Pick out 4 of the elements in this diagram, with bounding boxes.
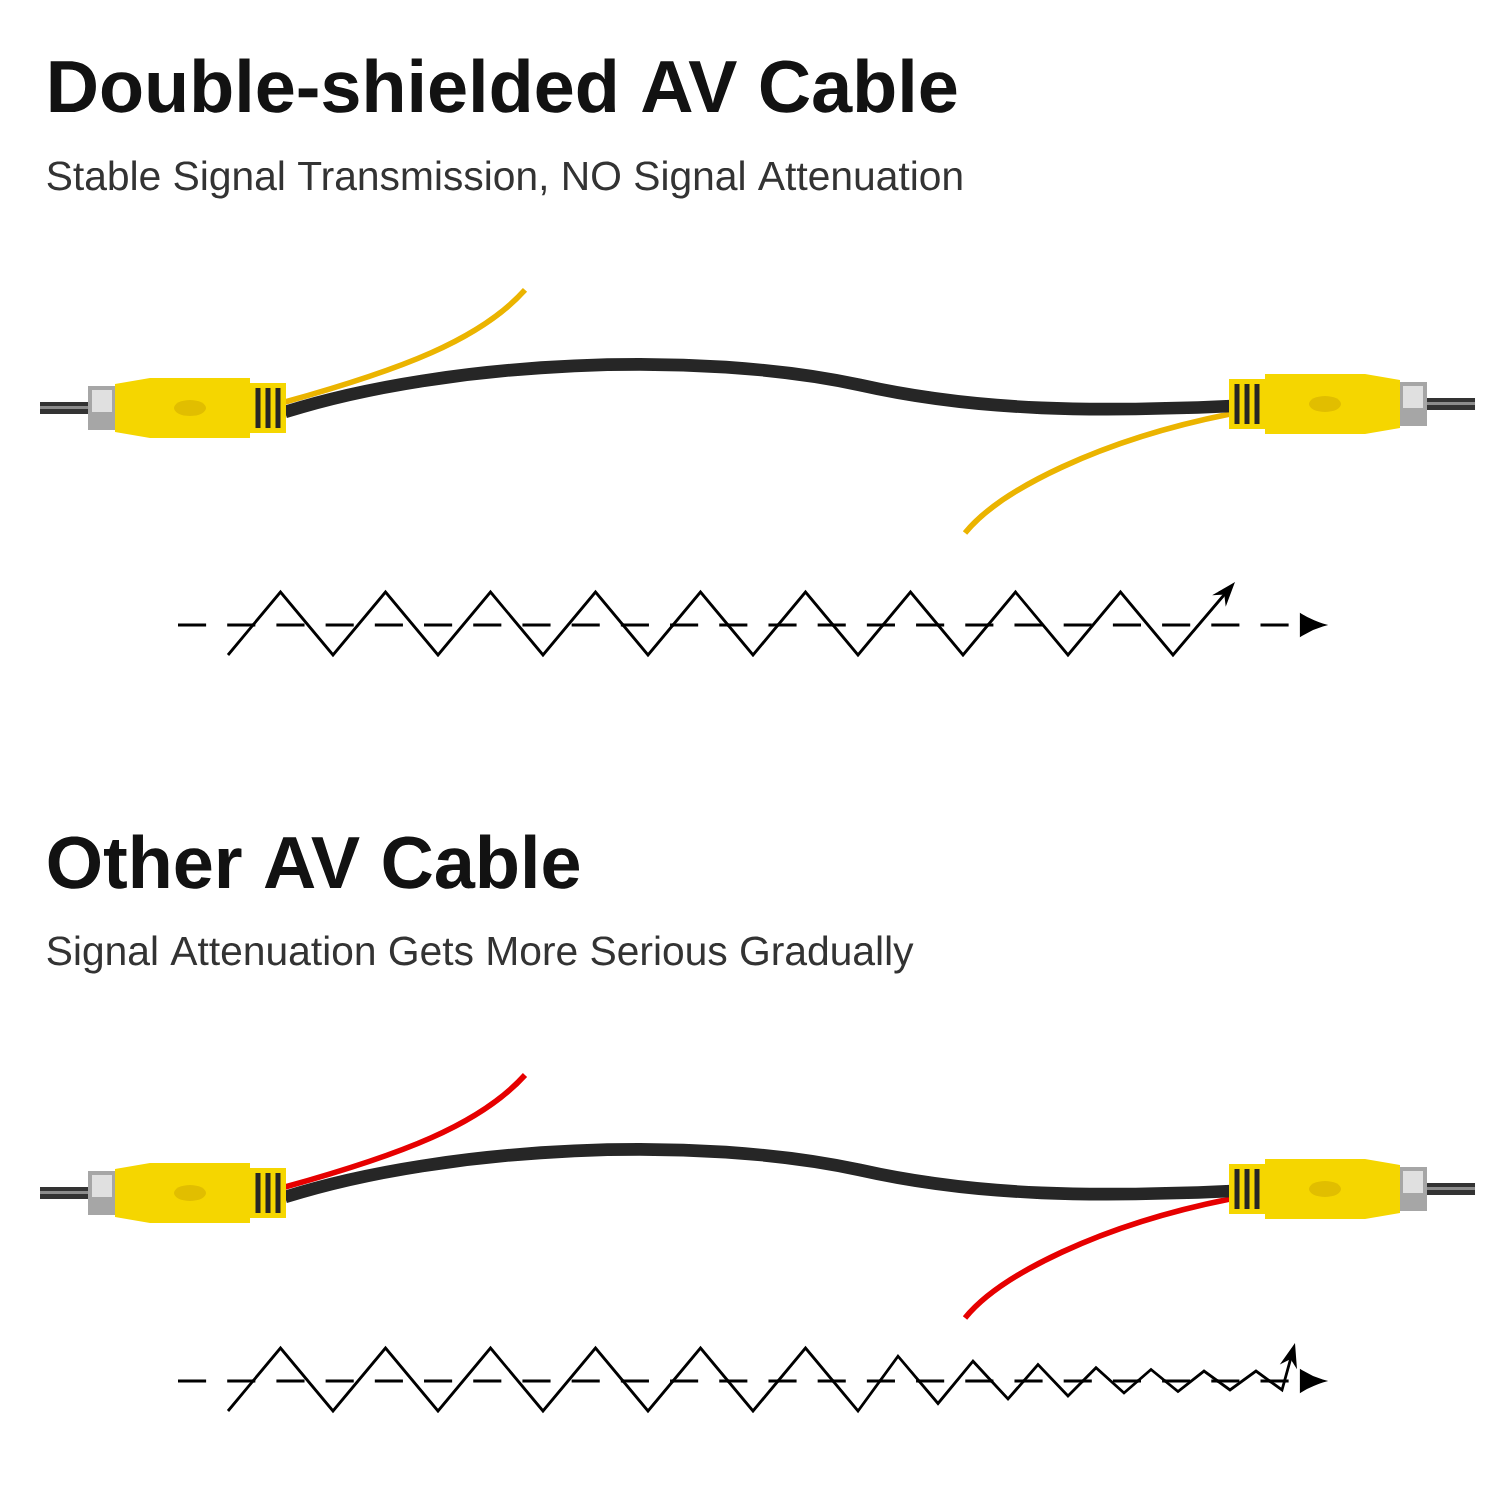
subheading: Stable Signal Transmission, NO Signal Attenuation: [47, 160, 962, 199]
heading: Double-shielded AV Cable: [50, 58, 957, 113]
heading: Other AV Cable: [48, 834, 580, 889]
subheading: Signal Attenuation Gets More Serious Gradually: [47, 935, 914, 974]
